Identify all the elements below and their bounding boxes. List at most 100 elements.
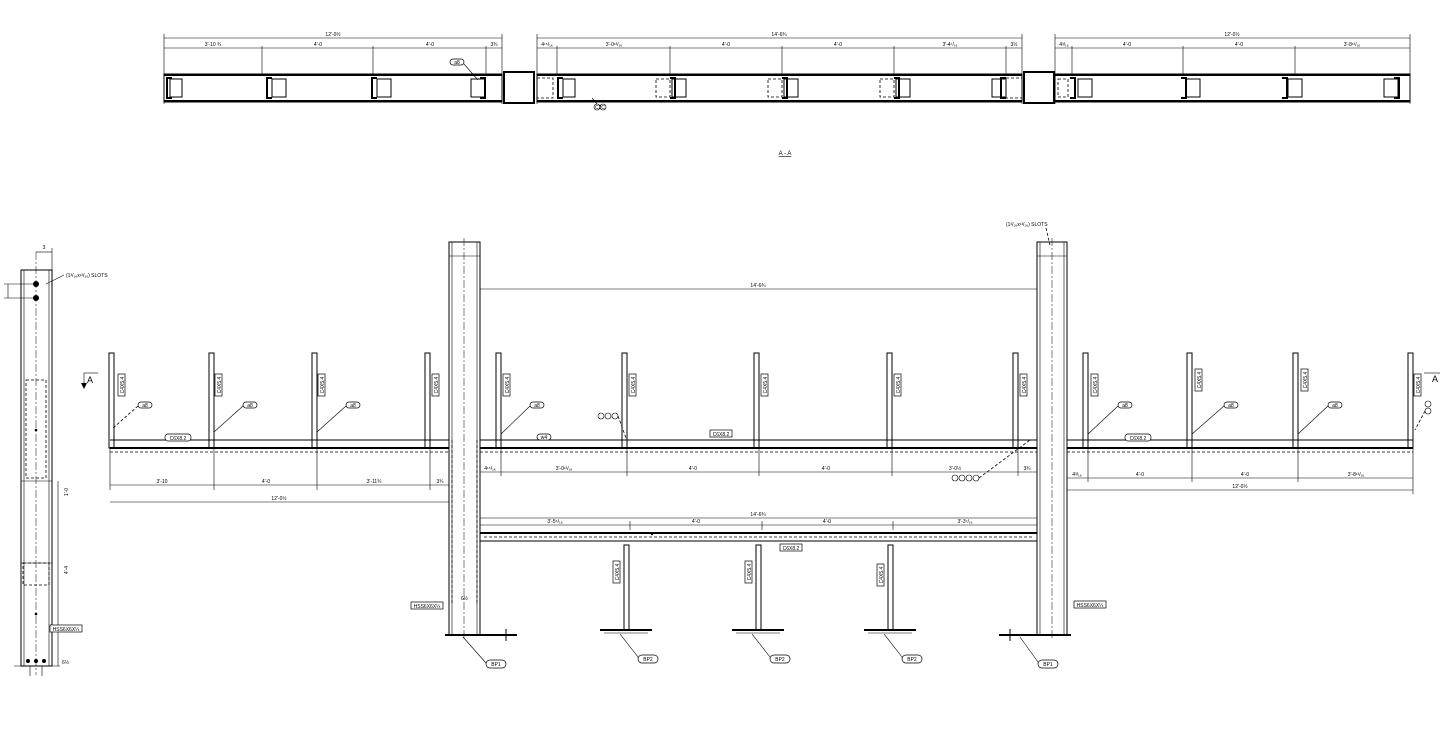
slots-note-right: (1³/₁₆x¹³/₁₆) SLOTS: [1006, 222, 1048, 228]
svg-text:C4X5.4: C4X5.4: [615, 563, 621, 580]
lower-span-dim: 14'-6¾: [750, 512, 766, 518]
plan-left-seg: 3'-10 ¾: [205, 42, 222, 48]
lower-seg-dim: 3'-3⁷/₁₆: [957, 519, 972, 525]
svg-text:BP2: BP2: [643, 657, 653, 663]
weld-group-center: [597, 412, 627, 439]
plan-center-total: 14'-6¾: [771, 32, 787, 38]
channel-label-right: C6X8.2: [1124, 433, 1152, 442]
right-seg-dim: 4'-0: [1241, 472, 1249, 478]
weld-group-far-right: [1414, 400, 1432, 431]
elev-small-dim: 6½: [461, 595, 469, 602]
svg-text:a8: a8: [247, 403, 253, 409]
svg-text:C6X8.2: C6X8.2: [1130, 436, 1147, 442]
svg-text:C4X5.4: C4X5.4: [120, 376, 126, 393]
column-small-dim: 6½: [62, 659, 70, 666]
lower-posts: C4X5.4 C4X5.4 C4X5.4: [600, 544, 916, 634]
plan-left-seg: 4'-0: [426, 42, 434, 48]
svg-text:C4X5.4: C4X5.4: [1022, 376, 1028, 393]
bp-tags: BP1 BP2 BP2 BP2 BP1: [462, 633, 1059, 669]
svg-text:C4X5.4: C4X5.4: [763, 376, 769, 393]
svg-text:HSS6X6X¼: HSS6X6X¼: [1077, 603, 1105, 609]
left-seg-dim: 3'-11¾: [367, 479, 383, 485]
plan-center-seg: 3'-4⁷/₁₆: [942, 42, 957, 48]
plan-center-seg: 3½: [1011, 41, 1019, 48]
center-seg-dim: 4'-0: [689, 466, 697, 472]
column-dim-lower: 4'-4: [64, 566, 70, 574]
hss-label-left: HSS6X6X¼: [410, 601, 444, 610]
svg-text:BP2: BP2: [775, 657, 785, 663]
center-seg-dim: 4'-0: [822, 466, 830, 472]
svg-text:C4X5.4: C4X5.4: [1093, 376, 1099, 393]
column-baseplates: [445, 629, 1071, 641]
column-dim-upper: 1'-0: [64, 488, 70, 496]
hss-label-right: HSS6X6X¼: [1073, 600, 1107, 609]
plan-center-seg: 4'-0: [834, 42, 842, 48]
svg-text:BP2: BP2: [907, 657, 917, 663]
plan-center-seg: 4¹⁵/₁₆: [541, 42, 553, 48]
plan-right-total: 12'-0½: [1224, 31, 1240, 38]
plan-beam-left: [163, 73, 503, 103]
svg-text:C4X5.4: C4X5.4: [320, 376, 326, 393]
plan-posts: [166, 77, 1400, 99]
center-seg-dim: 3'-0½: [949, 465, 962, 472]
svg-text:C4X5.4: C4X5.4: [1303, 371, 1309, 388]
column-top-dim: 3: [43, 245, 46, 251]
svg-text:a8: a8: [350, 403, 356, 409]
center-seg-dim: 3¾: [1024, 466, 1032, 472]
plan-right-seg: 4'-0: [1235, 42, 1243, 48]
svg-text:C4X5.4: C4X5.4: [747, 563, 753, 580]
svg-text:A: A: [1432, 374, 1438, 384]
channel-label-left: C6X8.2: [164, 433, 192, 442]
svg-text:a8: a8: [1122, 403, 1128, 409]
svg-text:a8: a8: [1228, 403, 1234, 409]
svg-text:C6X8.2: C6X8.2: [170, 436, 187, 442]
svg-text:C4X5.4: C4X5.4: [1416, 376, 1422, 393]
svg-text:C6X8.2: C6X8.2: [713, 432, 730, 438]
plan-left-seg: 4'-0: [314, 42, 322, 48]
channel-label-center: C6X8.2: [709, 429, 733, 438]
svg-text:a8: a8: [142, 403, 148, 409]
section-label: A - A: [779, 151, 792, 157]
plan-beam-center: [536, 73, 1023, 103]
right-seg-dim: 4'-0: [1136, 472, 1144, 478]
plan-weld-group: C2C: [591, 97, 607, 111]
section-marker-right: A: [1424, 372, 1440, 384]
hss-column-right: [1036, 238, 1068, 640]
elevation-view: 14'-6¾ (1³/₁₆x¹³/₁₆) SLOTS: [108, 222, 1432, 669]
plan-left-total: 12'-0½: [325, 31, 341, 38]
svg-text:HSS6X6X¼: HSS6X6X¼: [414, 604, 442, 610]
left-channel-beam: [108, 352, 449, 453]
svg-text:C6X8.2: C6X8.2: [783, 546, 800, 552]
plan-hss-right: [1023, 71, 1055, 104]
plan-center-seg: 3'-0¹³/₁₆: [606, 42, 623, 48]
svg-text:A: A: [87, 375, 93, 385]
section-marker-left: A: [81, 372, 98, 389]
plan-right-seg: 4'-0: [1123, 42, 1131, 48]
column-hss-label: HSS6X6X¼: [53, 627, 81, 633]
plan-right-seg: 4³/₁₆: [1059, 42, 1069, 48]
lower-seg-dim: 3'-5⁵/₁₆: [547, 519, 562, 525]
left-seg-dim: 3'-10: [157, 479, 168, 485]
weld-group-right: [951, 439, 1031, 482]
center-seg-dim: 3'-0¹³/₁₆: [556, 466, 573, 472]
center-channel-beam: [480, 352, 1037, 453]
svg-text:C4X5.4: C4X5.4: [1197, 371, 1203, 388]
column-detail: 3 1'-0 4'-4 (1³/₁₆x¹³/₁₆) SLOTS HSS6X6X¼…: [4, 245, 108, 676]
svg-text:C4X5.4: C4X5.4: [434, 376, 440, 393]
upper-span-dim: 14'-6¾: [750, 283, 766, 289]
post-labels: C4X5.4 C4X5.4 C4X5.4 C4X5.4 C4X5.4 C4X5.…: [117, 368, 1422, 397]
plan-hss-left: [503, 71, 535, 104]
svg-text:C4X5.4: C4X5.4: [505, 376, 511, 393]
center-seg-dim: 4¹⁵/₁₆: [484, 466, 496, 472]
svg-text:C4X5.4: C4X5.4: [631, 376, 637, 393]
lower-seg-dim: 4'-0: [823, 519, 831, 525]
svg-text:w4: w4: [541, 435, 548, 441]
plan-view: 12'-0½ 14'-6¾ 12'-0½ 3'-10 ¾ 4'-0 4'-0 3…: [163, 31, 1411, 157]
svg-text:BP1: BP1: [491, 662, 501, 668]
svg-text:BP1: BP1: [1043, 662, 1053, 668]
left-seg-dim: 3¾: [437, 479, 445, 485]
svg-text:C4X5.4: C4X5.4: [879, 566, 885, 583]
svg-text:C4X5.4: C4X5.4: [217, 376, 223, 393]
